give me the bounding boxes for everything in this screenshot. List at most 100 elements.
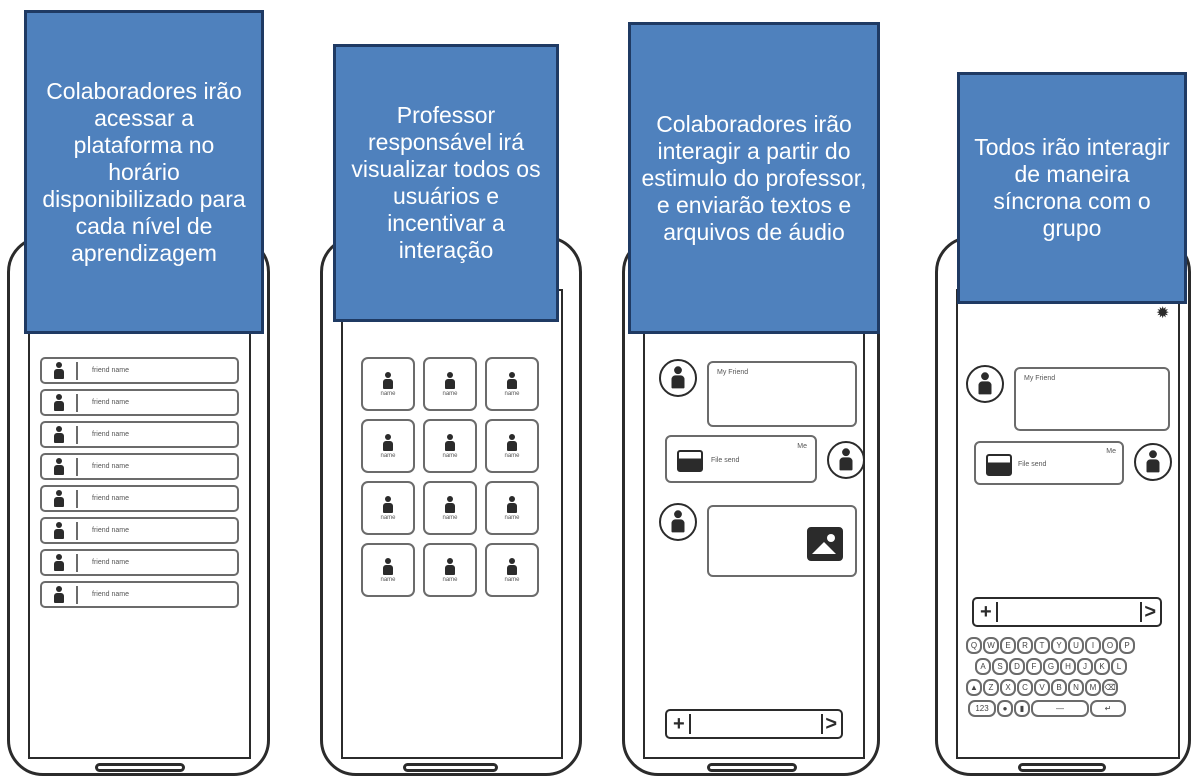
key[interactable]: E: [1000, 637, 1016, 654]
friend-list: friend name friend name friend name friend …: [30, 357, 249, 657]
friend-list-item[interactable]: friend name: [40, 485, 239, 512]
enter-key[interactable]: ↵: [1090, 700, 1126, 717]
key[interactable]: O: [1102, 637, 1118, 654]
key[interactable]: Y: [1051, 637, 1067, 654]
user-tile[interactable]: name: [423, 419, 477, 473]
user-icon: [54, 425, 64, 444]
callout-2: Professor responsável irá visualizar tod…: [333, 44, 559, 322]
key[interactable]: V: [1034, 679, 1050, 696]
home-button[interactable]: [95, 763, 185, 772]
user-tile[interactable]: name: [361, 481, 415, 535]
plus-icon[interactable]: +: [980, 601, 992, 623]
key[interactable]: N: [1068, 679, 1084, 696]
globe-key[interactable]: ●: [997, 700, 1013, 717]
key[interactable]: F: [1026, 658, 1042, 675]
key[interactable]: T: [1034, 637, 1050, 654]
key[interactable]: ▲: [966, 679, 982, 696]
send-icon[interactable]: >: [1144, 601, 1156, 623]
home-button[interactable]: [403, 763, 498, 772]
friend-name: friend name: [92, 559, 129, 566]
friend-list-item[interactable]: friend name: [40, 581, 239, 608]
message-input-bar[interactable]: + >: [665, 709, 843, 739]
key[interactable]: ⌫: [1102, 679, 1118, 696]
me-avatar[interactable]: [1134, 443, 1172, 481]
user-tile[interactable]: name: [485, 357, 539, 411]
key[interactable]: R: [1017, 637, 1033, 654]
user-tile[interactable]: name: [423, 357, 477, 411]
user-icon: [383, 433, 393, 452]
user-name: name: [504, 576, 520, 583]
user-icon: [445, 371, 455, 390]
user-tile[interactable]: name: [485, 419, 539, 473]
me-label: Me: [1106, 448, 1116, 455]
friend-list-item[interactable]: friend name: [40, 517, 239, 544]
mic-key[interactable]: ▮: [1014, 700, 1030, 717]
friend-list-item[interactable]: friend name: [40, 549, 239, 576]
user-icon: [1146, 450, 1160, 473]
key[interactable]: K: [1094, 658, 1110, 675]
user-tile[interactable]: name: [423, 481, 477, 535]
user-icon: [671, 510, 685, 533]
callout-1-text: Colaboradores irão acessar a plataforma …: [42, 77, 246, 266]
file-send-label: File send: [1018, 461, 1047, 468]
key[interactable]: P: [1119, 637, 1135, 654]
user-icon: [978, 372, 992, 395]
friend-list-item[interactable]: friend name: [40, 389, 239, 416]
key[interactable]: X: [1000, 679, 1016, 696]
friend-list-item[interactable]: friend name: [40, 357, 239, 384]
key[interactable]: D: [1009, 658, 1025, 675]
key[interactable]: C: [1017, 679, 1033, 696]
key[interactable]: J: [1077, 658, 1093, 675]
plus-icon[interactable]: +: [673, 713, 685, 735]
friend-list-item[interactable]: friend name: [40, 453, 239, 480]
friend-list-item[interactable]: friend name: [40, 421, 239, 448]
file-message-bubble[interactable]: File send Me: [974, 441, 1124, 485]
user-tile[interactable]: name: [423, 543, 477, 597]
friend-avatar[interactable]: [659, 359, 697, 397]
divider: [76, 361, 78, 380]
divider: [76, 553, 78, 572]
user-tile[interactable]: name: [361, 543, 415, 597]
key[interactable]: L: [1111, 658, 1127, 675]
key[interactable]: U: [1068, 637, 1084, 654]
key[interactable]: A: [975, 658, 991, 675]
user-icon: [383, 557, 393, 576]
message-input-bar[interactable]: + >: [972, 597, 1162, 627]
image-message-bubble[interactable]: [707, 505, 857, 577]
user-icon: [445, 495, 455, 514]
key[interactable]: H: [1060, 658, 1076, 675]
key[interactable]: W: [983, 637, 999, 654]
gear-icon[interactable]: ✹: [1156, 305, 1170, 322]
friend-avatar[interactable]: [966, 365, 1004, 403]
space-key[interactable]: —: [1031, 700, 1089, 717]
user-icon: [507, 433, 517, 452]
key[interactable]: M: [1085, 679, 1101, 696]
user-tile[interactable]: name: [485, 481, 539, 535]
home-button[interactable]: [707, 763, 797, 772]
key[interactable]: Q: [966, 637, 982, 654]
file-message-bubble[interactable]: File send Me: [665, 435, 817, 483]
user-icon: [507, 371, 517, 390]
me-label: Me: [797, 443, 807, 450]
user-icon: [383, 371, 393, 390]
send-icon[interactable]: >: [825, 713, 837, 735]
user-icon: [54, 361, 64, 380]
key[interactable]: B: [1051, 679, 1067, 696]
home-button[interactable]: [1018, 763, 1106, 772]
numbers-key[interactable]: 123: [968, 700, 996, 717]
user-tile[interactable]: name: [361, 419, 415, 473]
key[interactable]: S: [992, 658, 1008, 675]
key[interactable]: G: [1043, 658, 1059, 675]
file-icon: [986, 454, 1012, 476]
send-divider: [1140, 602, 1143, 622]
key[interactable]: I: [1085, 637, 1101, 654]
user-tile[interactable]: name: [485, 543, 539, 597]
user-tile[interactable]: name: [361, 357, 415, 411]
friend-avatar[interactable]: [659, 503, 697, 541]
send-divider: [821, 714, 824, 734]
me-avatar[interactable]: [827, 441, 865, 479]
key[interactable]: Z: [983, 679, 999, 696]
